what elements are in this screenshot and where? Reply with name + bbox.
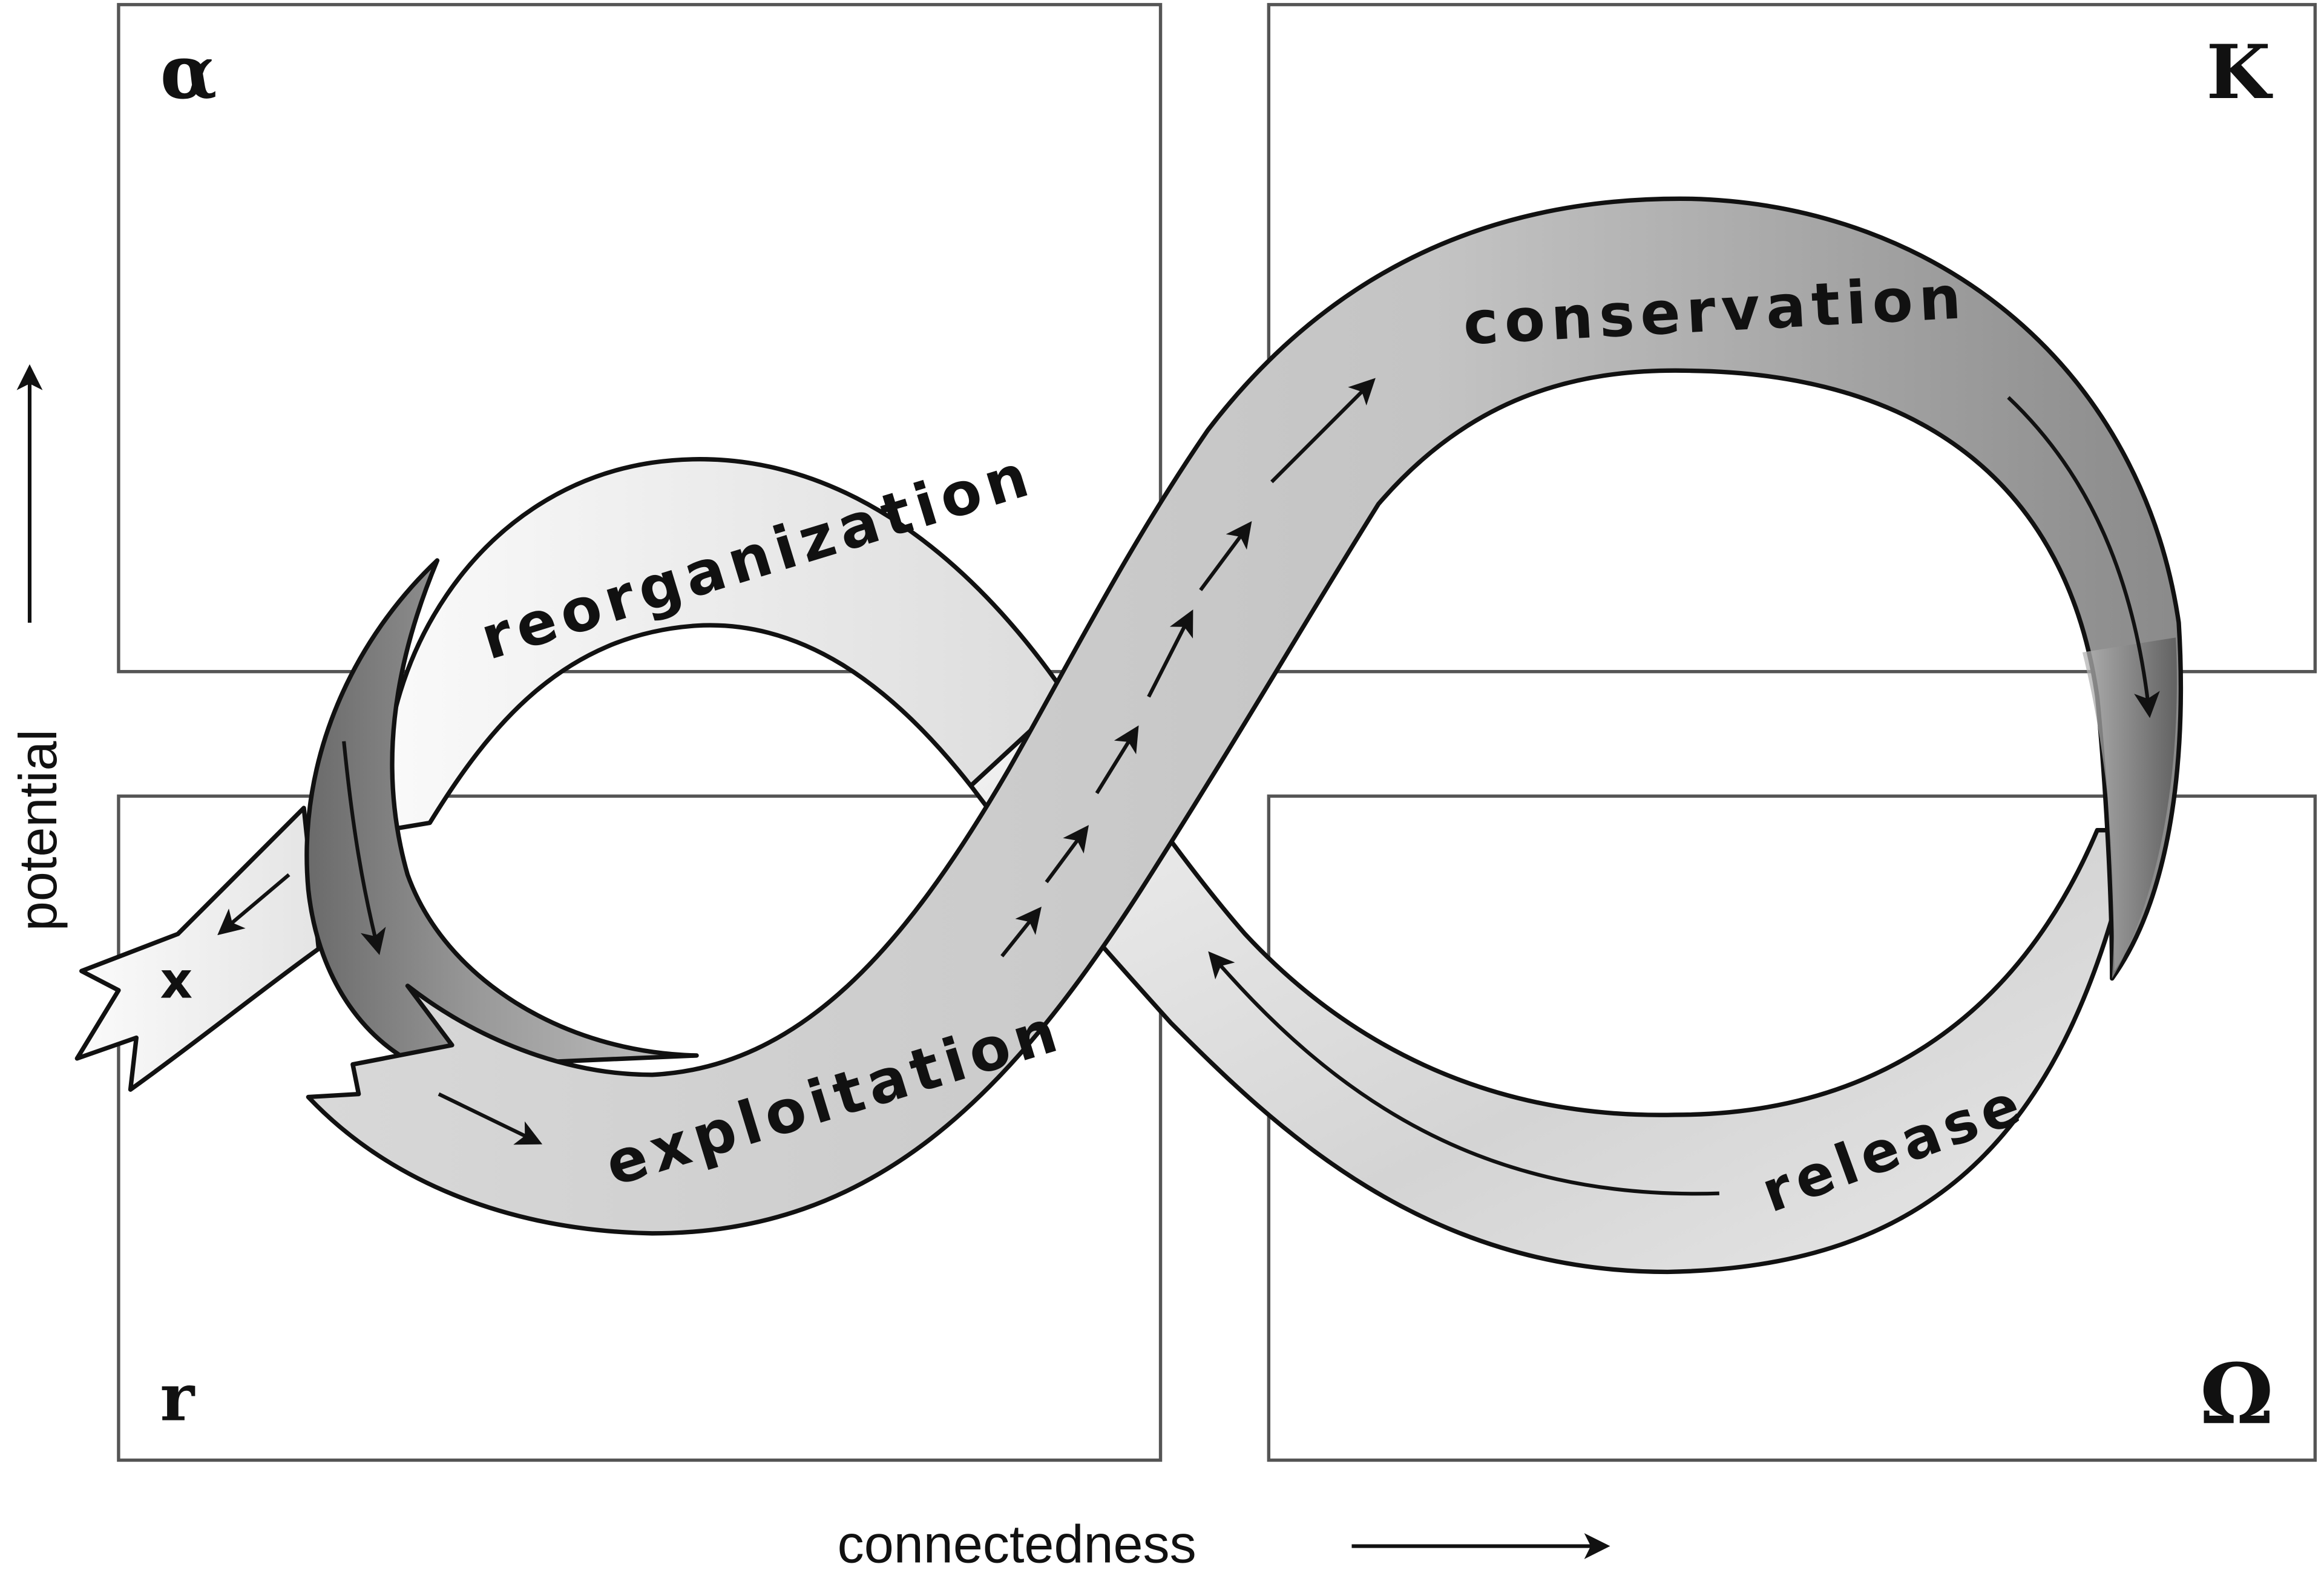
potential-axis-label: potential	[8, 729, 68, 931]
escape-arrow	[217, 873, 290, 936]
conservation-arrow-6	[1270, 378, 1376, 484]
conservation-arrow-5	[1199, 521, 1252, 591]
left-dark-lobe	[304, 558, 699, 1070]
exploitation-arrow	[438, 1092, 543, 1145]
reorganization-arrow-down	[342, 741, 386, 956]
conservation-arrow-3	[1095, 725, 1139, 795]
right-shadow-fold	[2082, 637, 2177, 979]
conservation-arrow-2	[1045, 825, 1089, 884]
front-band	[306, 196, 2184, 1236]
escape-marker-x: x	[160, 951, 199, 1010]
alpha-letter: α	[160, 28, 217, 116]
release-arrow-down	[2007, 396, 2160, 718]
escape-tail	[74, 806, 321, 1092]
r-letter: r	[160, 1359, 195, 1436]
conservation-arrow-1	[1000, 907, 1042, 957]
reorganization-band	[381, 457, 1069, 833]
omega-letter: Ω	[2200, 1345, 2274, 1443]
release-arrow-back	[1208, 951, 1719, 1196]
conservation-arrow-4	[1147, 609, 1193, 698]
k-letter: K	[2206, 28, 2273, 116]
connectedness-axis-label: connectedness	[838, 1514, 1196, 1570]
